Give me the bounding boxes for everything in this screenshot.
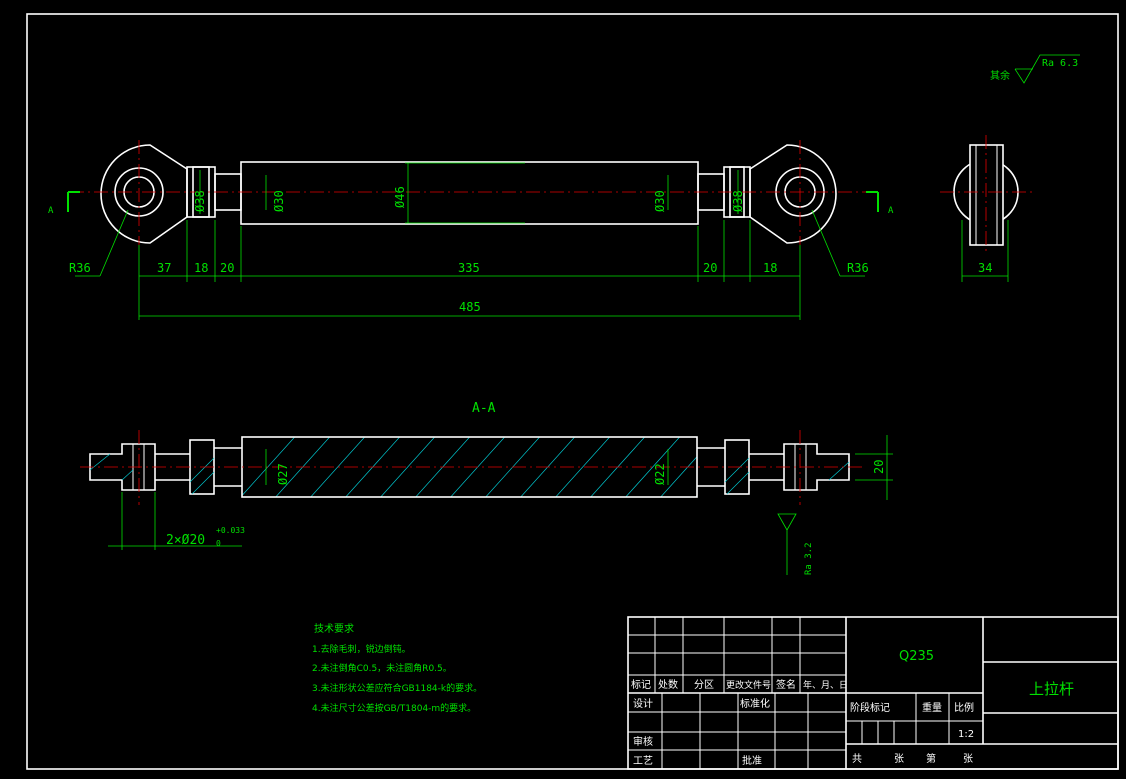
dim-phi46: Ø46: [393, 186, 407, 208]
dim-phi30-left: Ø30: [272, 190, 286, 212]
dim-485: 485: [459, 300, 481, 314]
rev-header-1: 处数: [658, 678, 678, 691]
roughness-bore-value: Ra 3.2: [804, 542, 814, 575]
front-view: [67, 140, 879, 245]
dim-phi22: Ø22: [653, 463, 667, 485]
rev-header-3: 更改文件号: [726, 679, 771, 691]
dim-r36-right: R36: [847, 261, 869, 275]
section-title: A-A: [472, 401, 496, 416]
rev-header-4: 签名: [776, 678, 796, 691]
dim-20-right: 20: [703, 261, 717, 275]
label-stage-mark: 阶段标记: [850, 701, 890, 714]
title-block: 标记 处数 分区 更改文件号 签名 年、月、日 设计 标准化 审核 工艺 批准 …: [627, 616, 1119, 770]
section-marker-right: A: [888, 206, 894, 216]
rev-header-2: 分区: [694, 679, 714, 691]
label-review: 审核: [633, 735, 653, 748]
dim-hole: 2×Ø20: [166, 533, 205, 548]
dim-hole-tol-upper: +0.033: [216, 526, 245, 535]
dim-18-left: 18: [194, 261, 208, 275]
dim-phi27: Ø27: [276, 463, 290, 485]
dim-18-right: 18: [763, 261, 777, 275]
roughness-rest-value: Ra 6.3: [1042, 58, 1078, 69]
tech-req-item-4: 4.未注尺寸公差按GB/T1804-m的要求。: [312, 702, 476, 714]
tech-req-title: 技术要求: [314, 622, 354, 635]
rev-header-0: 标记: [631, 679, 651, 691]
dim-hole-tol-lower: 0: [216, 539, 221, 548]
tech-req-item-2: 2.未注倒角C0.5，未注圆角R0.5。: [312, 662, 452, 674]
tech-req-item-3: 3.未注形状公差应符合GB1184-k的要求。: [312, 682, 482, 694]
front-length-dims: [75, 209, 865, 320]
dim-phi38-right: Ø38: [731, 190, 745, 212]
label-total: 共: [852, 753, 862, 765]
section-marker-left: A: [48, 206, 54, 216]
rev-header-5: 年、月、日: [803, 679, 848, 691]
roughness-symbol: [1014, 54, 1080, 84]
dim-20-section: 20: [872, 460, 886, 474]
label-sheets: 张: [894, 753, 904, 765]
dim-phi30-right: Ø30: [653, 190, 667, 212]
label-weight: 重量: [922, 701, 942, 714]
dim-phi38-left: Ø38: [193, 190, 207, 212]
label-design: 设计: [633, 697, 653, 710]
dim-335: 335: [458, 261, 480, 275]
dim-20-left: 20: [220, 261, 234, 275]
scale-value: 1:2: [958, 729, 974, 740]
label-standardize: 标准化: [740, 697, 770, 710]
roughness-rest-label: 其余: [990, 69, 1010, 82]
part-name: 上拉杆: [1029, 680, 1074, 698]
section-view: [80, 430, 893, 575]
material: Q235: [899, 649, 934, 664]
dim-37: 37: [157, 261, 171, 275]
drawing-border: [26, 13, 1119, 770]
label-scale: 比例: [954, 701, 974, 714]
dim-34: 34: [978, 261, 992, 275]
label-sheet: 张: [963, 753, 973, 765]
label-approve: 批准: [742, 754, 762, 767]
front-dia-dims: [199, 162, 739, 224]
tech-req-item-1: 1.去除毛刺，锐边倒钝。: [312, 643, 411, 655]
label-page: 第: [926, 752, 936, 765]
label-process: 工艺: [633, 755, 653, 767]
dim-r36-left: R36: [69, 261, 91, 275]
side-view: [940, 135, 1032, 282]
